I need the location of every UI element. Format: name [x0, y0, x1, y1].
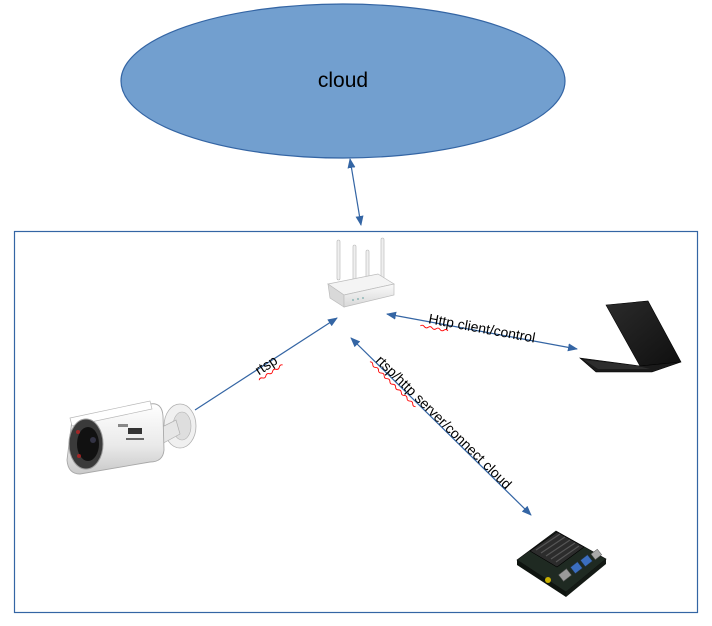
spellcheck-underline: [369, 361, 416, 408]
ip-camera-icon: [66, 400, 197, 475]
wifi-router-icon: [327, 237, 395, 308]
http-client-label: Http client/control: [427, 310, 536, 345]
spellcheck-underline: [258, 364, 283, 381]
cloud-label: cloud: [318, 69, 368, 92]
router-board-link: [350, 337, 532, 516]
camera-router-link: [194, 317, 338, 411]
local-network-frame: [13, 230, 699, 614]
dev-board-icon: [516, 530, 607, 597]
cloud-ellipse: [120, 3, 566, 159]
cloud-router-link: [347, 158, 364, 226]
spellcheck-underline: [420, 324, 449, 332]
rtsp-http-server-label: rtsp/http server/connect cloud: [373, 352, 515, 492]
router-laptop-link: [386, 311, 578, 352]
laptop-icon: [579, 300, 682, 373]
